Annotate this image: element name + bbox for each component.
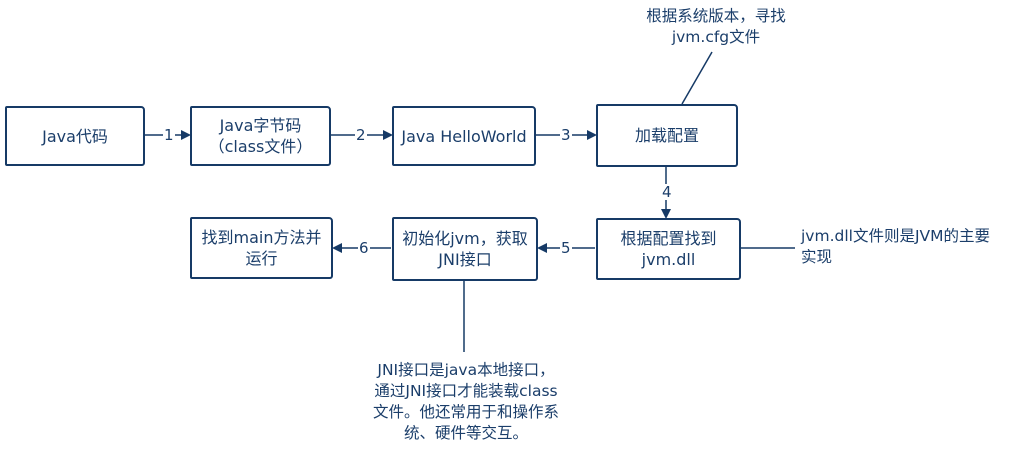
jvm-dll-note: jvm.dll文件则是JVM的主要 实现 — [801, 227, 991, 266]
node-load-config: 加载配置 — [596, 104, 738, 167]
edge-1-label: 1 — [163, 126, 175, 144]
cfg-file-note: 根据系统版本，寻找 jvm.cfg文件 — [646, 7, 786, 46]
edge-3-label: 3 — [560, 126, 572, 144]
node-init-jvm: 初始化jvm，获取 JNI接口 — [392, 217, 538, 281]
edge-6-label: 6 — [358, 239, 370, 257]
edge-2-label: 2 — [355, 126, 367, 144]
node-java-source: Java代码 — [5, 106, 145, 166]
node-find-dll: 根据配置找到 jvm.dll — [596, 218, 741, 280]
node-run-main: 找到main方法并 运行 — [190, 217, 333, 279]
node-bytecode: Java字节码 （class文件） — [190, 106, 331, 166]
jni-interface-note: JNI接口是java本地接口， 通过JNI接口才能装载class 文件。他还常用… — [372, 361, 559, 442]
node-hello-world: Java HelloWorld — [392, 106, 536, 166]
edge-4-label: 4 — [661, 183, 673, 201]
edge-5-label: 5 — [560, 239, 572, 257]
cfg-note-leader — [681, 51, 713, 105]
